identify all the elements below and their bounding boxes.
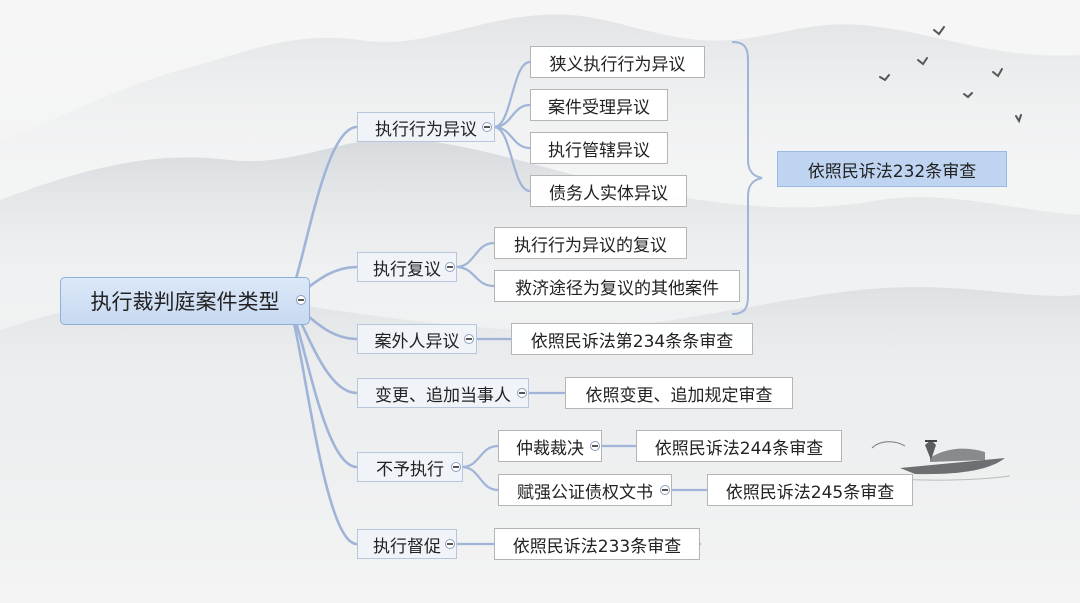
branch-label: 不予执行 — [376, 459, 444, 480]
root-node[interactable]: 执行裁判庭案件类型 — [60, 277, 310, 325]
birds-icon — [879, 26, 1022, 124]
collapse-toggle-branch[interactable] — [445, 262, 455, 272]
collapse-toggle-branch[interactable] — [517, 388, 527, 398]
child-label: 执行行为异议的复议 — [514, 235, 667, 256]
branch-change-add-party[interactable]: 变更、追加当事人 — [357, 378, 529, 408]
child-label: 案件受理异议 — [548, 97, 650, 118]
child-label: 债务人实体异议 — [549, 183, 668, 204]
collapse-toggle-branch[interactable] — [464, 334, 474, 344]
branch-label: 执行复议 — [373, 259, 441, 280]
grandchild-node[interactable]: 依照民诉法244条审查 — [636, 430, 842, 462]
child-node[interactable]: 赋强公证债权文书 — [498, 474, 672, 506]
collapse-toggle-child[interactable] — [590, 441, 600, 451]
branch-execution-supervision[interactable]: 执行督促 — [357, 529, 457, 559]
child-label: 依照民诉法第234条条审查 — [530, 331, 734, 352]
branch-execution-objection[interactable]: 执行行为异议 — [357, 112, 495, 142]
child-label: 狭义执行行为异议 — [549, 54, 686, 75]
branch-execution-review[interactable]: 执行复议 — [357, 252, 457, 282]
summary-node[interactable]: 依照民诉法232条审查 — [777, 151, 1007, 187]
collapse-toggle-branch[interactable] — [445, 539, 455, 549]
child-node[interactable]: 依照民诉法233条审查 — [494, 528, 700, 560]
child-node[interactable]: 依照变更、追加规定审查 — [565, 377, 793, 409]
root-label: 执行裁判庭案件类型 — [90, 290, 280, 314]
child-label: 依照民诉法233条审查 — [512, 536, 682, 557]
child-node[interactable]: 狭义执行行为异议 — [530, 46, 705, 78]
child-label: 救济途径为复议的其他案件 — [515, 278, 719, 299]
child-node[interactable]: 执行管辖异议 — [530, 132, 668, 164]
branch-outsider-objection[interactable]: 案外人异议 — [357, 324, 477, 354]
branch-label: 执行督促 — [373, 536, 441, 557]
child-node[interactable]: 依照民诉法第234条条审查 — [511, 323, 753, 355]
child-label: 执行管辖异议 — [548, 140, 650, 161]
child-node[interactable]: 执行行为异议的复议 — [494, 227, 687, 259]
child-node[interactable]: 救济途径为复议的其他案件 — [494, 270, 740, 302]
summary-label: 依照民诉法232条审查 — [807, 161, 977, 182]
branch-label: 案外人异议 — [374, 331, 460, 352]
child-label: 仲裁裁决 — [516, 438, 584, 459]
collapse-toggle-root[interactable] — [296, 295, 306, 305]
branch-non-enforcement[interactable]: 不予执行 — [357, 452, 463, 482]
grandchild-node[interactable]: 依照民诉法245条审查 — [707, 474, 913, 506]
collapse-toggle-branch[interactable] — [482, 122, 492, 132]
branch-label: 变更、追加当事人 — [375, 385, 511, 406]
grandchild-label: 依照民诉法244条审查 — [654, 438, 824, 459]
grandchild-label: 依照民诉法245条审查 — [725, 482, 895, 503]
child-node[interactable]: 债务人实体异议 — [530, 175, 687, 207]
collapse-toggle-child[interactable] — [660, 485, 670, 495]
collapse-toggle-branch[interactable] — [451, 462, 461, 472]
child-node[interactable]: 案件受理异议 — [530, 89, 668, 121]
branch-label: 执行行为异议 — [375, 119, 477, 140]
child-label: 依照变更、追加规定审查 — [585, 385, 773, 406]
child-label: 赋强公证债权文书 — [517, 482, 653, 503]
child-node[interactable]: 仲裁裁决 — [498, 430, 602, 462]
